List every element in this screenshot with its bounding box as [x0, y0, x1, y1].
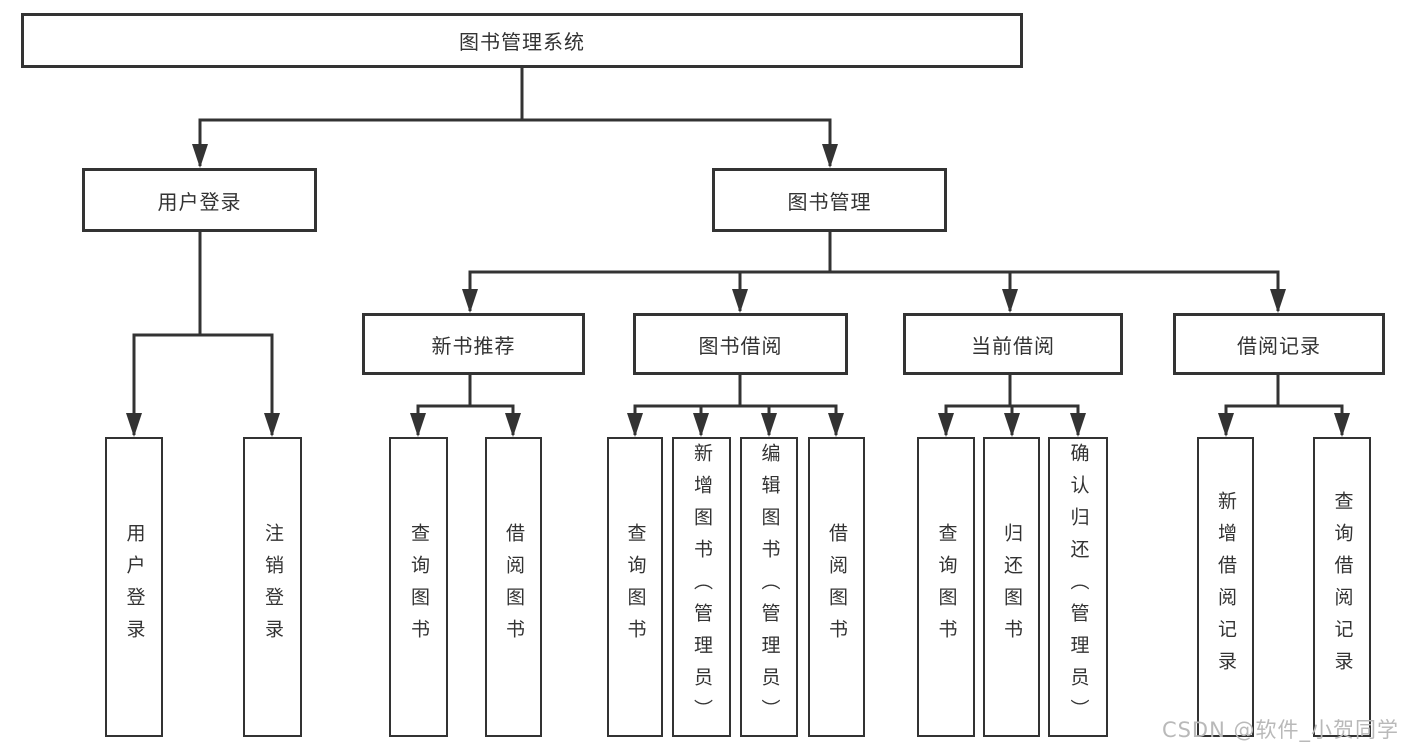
leaf-br-add-borrow-record: 新增借阅记录 [1197, 437, 1254, 737]
leaf-label: 借阅图书 [503, 523, 525, 651]
leaf-label: 借阅图书 [826, 523, 848, 651]
leaf-bb-query-books: 查询图书 [607, 437, 663, 737]
node-new-book-recommend: 新书推荐 [362, 313, 585, 375]
leaf-bb-edit-book-admin: 编辑图书（管理员） [740, 437, 798, 737]
leaf-label: 用户登录 [123, 523, 146, 651]
leaf-label: 查询图书 [935, 523, 958, 651]
node-borrow-records: 借阅记录 [1173, 313, 1385, 375]
leaf-label: 确认归还（管理员） [1067, 443, 1090, 731]
leaf-label: 查询借阅记录 [1331, 491, 1354, 683]
node-current-borrow: 当前借阅 [903, 313, 1123, 375]
leaf-br-query-borrow-record: 查询借阅记录 [1313, 437, 1371, 737]
connector-root-to-level2 [192, 68, 838, 168]
leaf-cb-confirm-return-admin: 确认归还（管理员） [1048, 437, 1108, 737]
leaf-bb-add-book-admin: 新增图书（管理员） [672, 437, 731, 737]
leaf-label: 查询图书 [408, 523, 430, 651]
leaf-label: 查询图书 [624, 523, 647, 651]
node-user-login: 用户登录 [82, 168, 317, 232]
connector-user-login-children [126, 232, 280, 437]
connector-current-borrow-children [938, 375, 1086, 437]
leaf-cb-query-books: 查询图书 [917, 437, 975, 737]
leaf-user-login: 用户登录 [105, 437, 163, 737]
leaf-cb-return-books: 归还图书 [983, 437, 1040, 737]
node-book-borrow: 图书借阅 [633, 313, 848, 375]
connector-book-management-children [462, 232, 1286, 313]
leaf-label: 归还图书 [1001, 523, 1023, 651]
leaf-nb-query-books: 查询图书 [389, 437, 448, 737]
leaf-label: 新增图书（管理员） [691, 443, 713, 731]
connector-new-book-recommend-children [410, 375, 521, 437]
leaf-label: 新增借阅记录 [1215, 491, 1237, 683]
node-book-management: 图书管理 [712, 168, 947, 232]
leaf-label: 注销登录 [262, 523, 284, 651]
connector-book-borrow-children [627, 375, 844, 437]
node-root-library-system: 图书管理系统 [21, 13, 1023, 68]
leaf-nb-borrow-books: 借阅图书 [485, 437, 542, 737]
csdn-watermark: CSDN @软件_小贺同学 [1161, 718, 1399, 742]
leaf-logout: 注销登录 [243, 437, 302, 737]
leaf-bb-borrow-books: 借阅图书 [808, 437, 865, 737]
leaf-label: 编辑图书（管理员） [758, 443, 781, 731]
connector-borrow-records-children [1218, 375, 1350, 437]
